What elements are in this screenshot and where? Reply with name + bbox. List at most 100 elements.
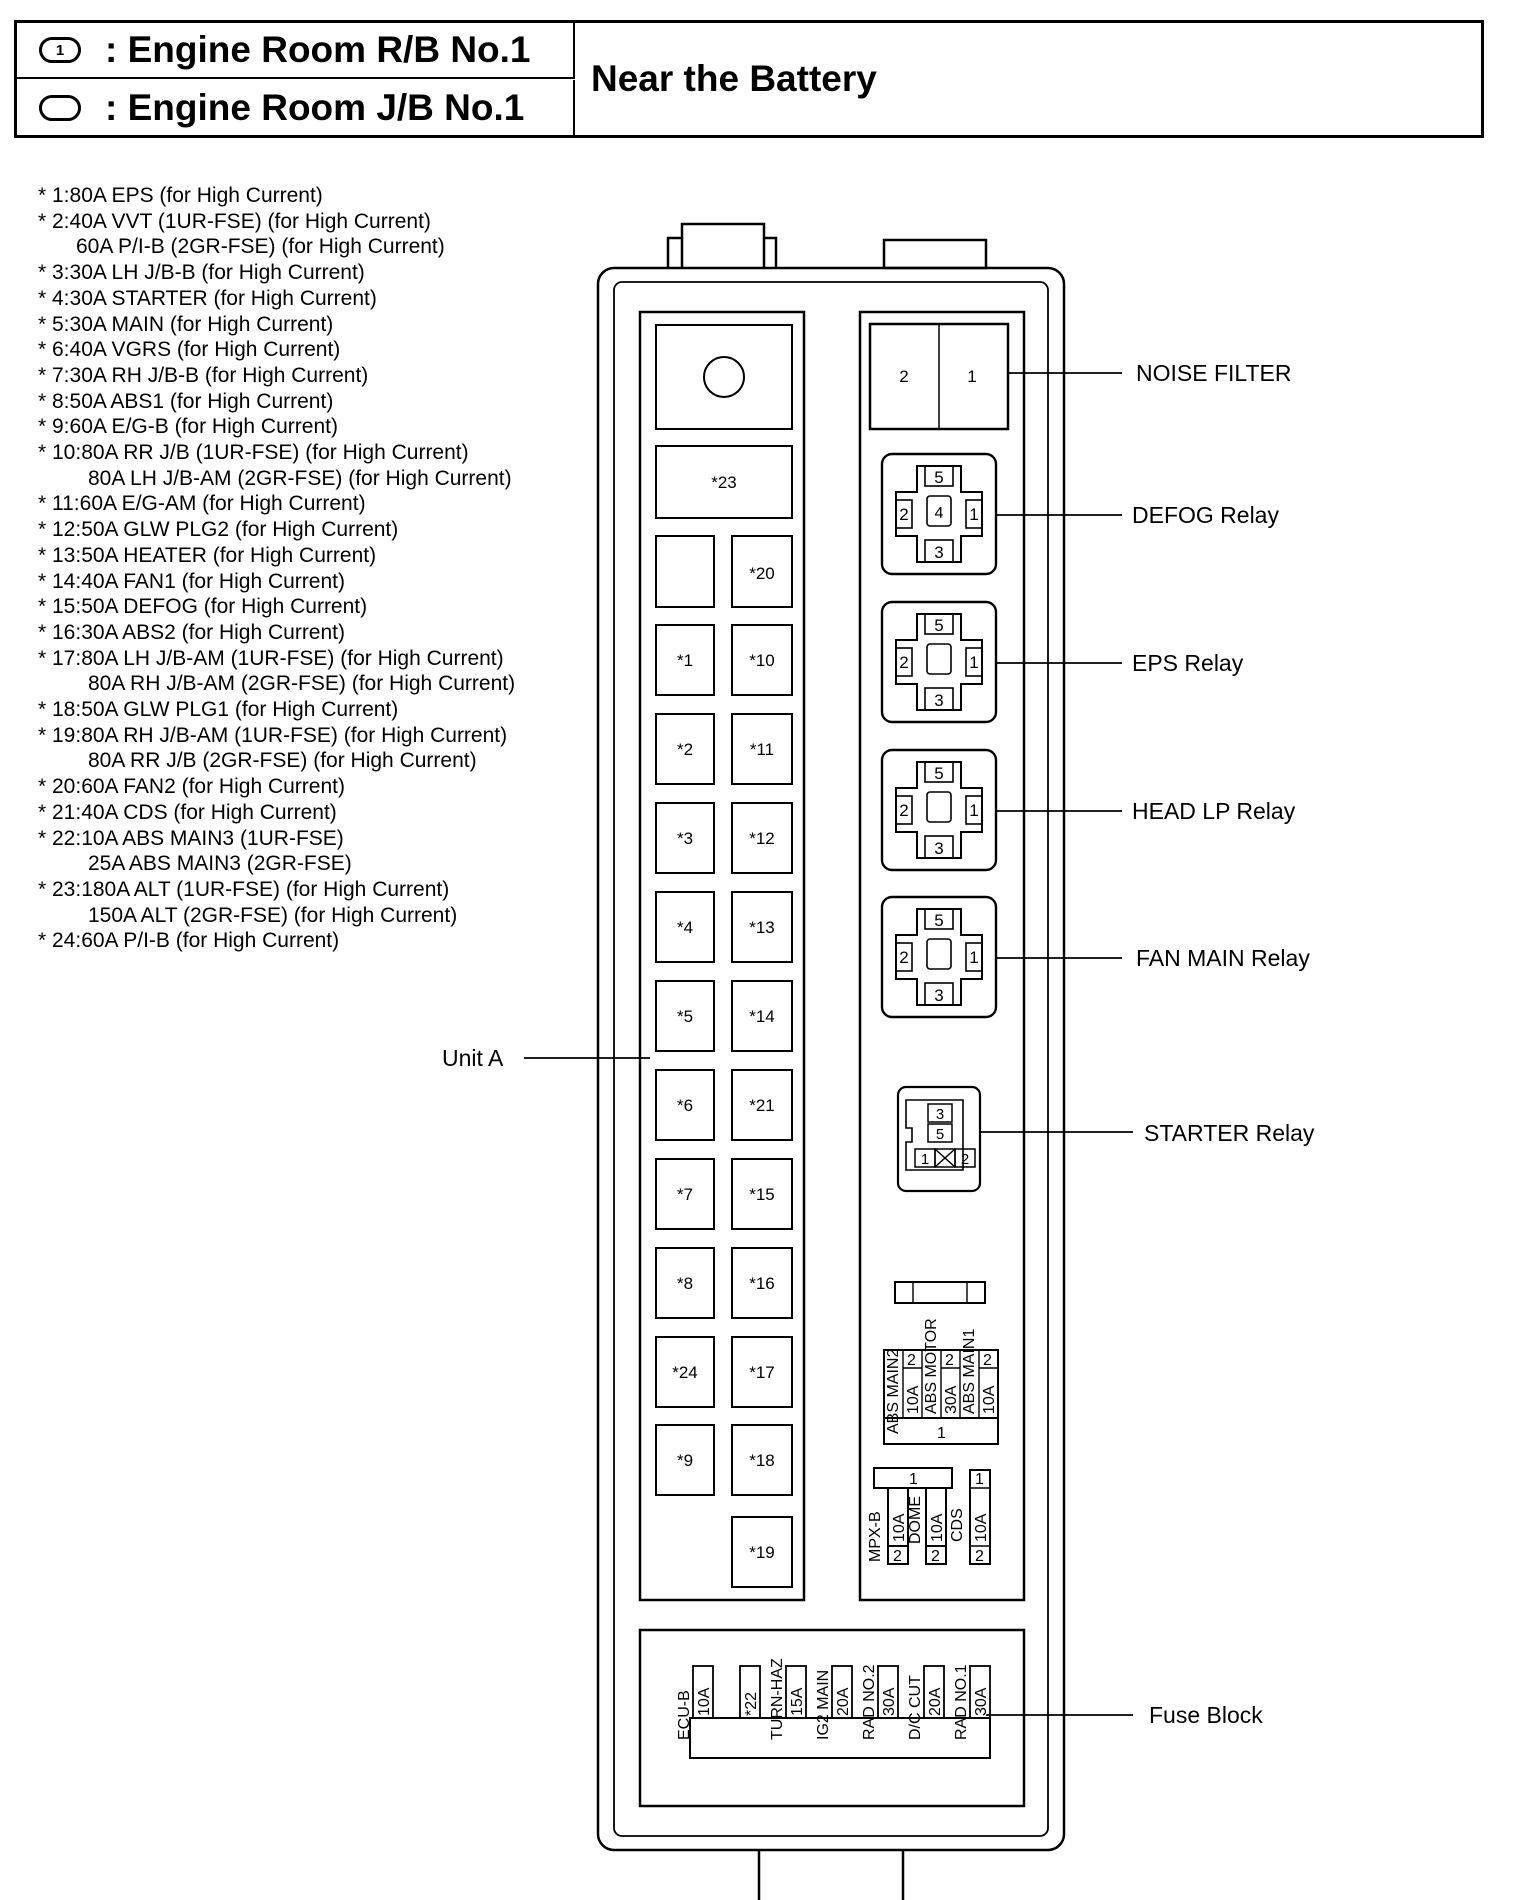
relay-pin-left: 2: [899, 505, 908, 524]
location-label: Near the Battery: [591, 58, 877, 99]
noise-filter-pin-1: 1: [967, 367, 976, 386]
fuse-block-frame: [638, 1628, 1026, 1808]
mpx-b-amp: 10A: [891, 1513, 908, 1542]
cds-pin-2: 2: [975, 1548, 984, 1565]
legend-line: * 24:60A P/I-B (for High Current): [38, 929, 340, 953]
relay-pin-top: 5: [934, 764, 943, 783]
relay-pin-left: 2: [899, 653, 908, 672]
abs-main2-amp: 10A: [905, 1385, 922, 1414]
fuse-slot-box: [731, 802, 793, 874]
noise-filter: [868, 322, 1010, 431]
top-connector-right: [882, 238, 988, 270]
fuse-slot-box: [731, 891, 793, 963]
dome-pin-2: 2: [931, 1548, 940, 1565]
starter-pin-3: 3: [936, 1106, 944, 1123]
fuse-box-housing: [596, 266, 1066, 1852]
legend-line: * 4:30A STARTER (for High Current): [38, 286, 377, 310]
legend-line: * 11:60A E/G-AM (for High Current): [38, 492, 366, 516]
fuse-slot-label: *6: [677, 1096, 693, 1115]
fan-main-relay-label: FAN MAIN Relay: [1136, 945, 1310, 971]
relay-pin-bottom: 3: [934, 839, 943, 858]
jb-oval-icon: [39, 95, 81, 121]
mpx-pin-1: 1: [909, 1471, 918, 1488]
fuse-slot-box: [731, 980, 793, 1052]
fuse-block-amp: 20A: [927, 1687, 944, 1716]
mpx-pin-2: 2: [893, 1548, 902, 1565]
fuse-slot-label: *9: [677, 1451, 693, 1470]
fuse-block-label: Fuse Block: [1149, 1702, 1263, 1728]
rb-circle-icon: 1: [39, 37, 81, 63]
rb-label: : Engine Room R/B No.1: [105, 29, 531, 70]
fuse-block-name: TURN-HAZ: [769, 1658, 786, 1740]
fuse-block-name: RAD NO.1: [953, 1664, 970, 1740]
defog-relay-label: DEFOG Relay: [1132, 502, 1279, 528]
relay-pin-right: 1: [969, 505, 978, 524]
fuse-block-amp: 30A: [973, 1687, 990, 1716]
legend-line: * 1:80A EPS (for High Current): [38, 184, 323, 207]
fuse-slot-label: *16: [749, 1274, 775, 1293]
legend-line: * 6:40A VGRS (for High Current): [38, 338, 341, 362]
unit-a-top-block: [655, 324, 793, 430]
unit-a-right-column: *10*11*12*13*14*21*15*16*17*18*19: [731, 624, 793, 1588]
legend-line: * 18:50A GLW PLG1 (for High Current): [38, 698, 399, 722]
fuse-slot-box: [731, 713, 793, 785]
fuse-slot-label: *24: [672, 1363, 698, 1382]
relay-pin-right: 1: [969, 948, 978, 967]
abs-main2-label: ABS MAIN2: [885, 1349, 902, 1434]
relay-pin-right: 1: [969, 653, 978, 672]
fuse-slot-20: *20: [749, 564, 775, 583]
relay-pin-left: 2: [899, 801, 908, 820]
legend-line: * 23:180A ALT (1UR-FSE) (for High Curren…: [38, 877, 450, 901]
starter-pin-5: 5: [936, 1126, 944, 1143]
legend-line: * 2:40A VVT (1UR-FSE) (for High Current): [38, 209, 431, 233]
fuse-slot-label: *5: [677, 1007, 693, 1026]
legend-line: * 7:30A RH J/B-B (for High Current): [38, 363, 369, 387]
fuse-block-amp: 20A: [835, 1687, 852, 1716]
header-jb-row: : Engine Room J/B No.1: [17, 80, 575, 136]
cds-label: CDS: [949, 1508, 966, 1542]
relay-pin-left: 2: [899, 948, 908, 967]
fuse-slot-label: *18: [749, 1451, 775, 1470]
eps-relay-label: EPS Relay: [1132, 650, 1244, 676]
head-lp-relay-label: HEAD LP Relay: [1132, 798, 1296, 824]
dome-label: DOME: [907, 1496, 924, 1544]
top-connector-left: [666, 222, 778, 268]
noise-filter-pin-2: 2: [899, 367, 908, 386]
fuse-slot-label: *10: [749, 651, 775, 670]
fuse-slot-box: [655, 1069, 715, 1141]
fuse-slot-box: [655, 1247, 715, 1319]
abs-main1-amp: 10A: [981, 1385, 998, 1414]
fuse-slot-label: *1: [677, 651, 693, 670]
fuse-legend: * 1:80A EPS (for High Current)* 2:40A VV…: [38, 183, 558, 954]
fuse-block-amp: *22: [743, 1692, 760, 1716]
header-box: 1 : Engine Room R/B No.1 : Engine Room J…: [14, 20, 1484, 138]
fuse-slot-label: *19: [749, 1543, 775, 1562]
legend-line: * 10:80A RR J/B (1UR-FSE) (for High Curr…: [38, 441, 469, 465]
abs-motor-amp: 30A: [943, 1385, 960, 1414]
fuse-block-name: RAD NO.2: [861, 1664, 878, 1740]
cds-pin-1: 1: [975, 1471, 984, 1488]
fuse-slot-label: *15: [749, 1185, 775, 1204]
fuse-slot-label: *2: [677, 740, 693, 759]
fuse-block-amp: 15A: [789, 1687, 806, 1716]
abs-motor-label: ABS MOTOR: [923, 1318, 940, 1414]
legend-line: 80A LH J/B-AM (2GR-FSE) (for High Curren…: [88, 466, 512, 490]
unit-a-bolt-hole: [703, 356, 745, 398]
fuse-block-slot: [739, 1665, 761, 1719]
legend-line: * 5:30A MAIN (for High Current): [38, 312, 334, 336]
fuse-slot-label: *3: [677, 829, 693, 848]
starter-relay-label: STARTER Relay: [1144, 1120, 1315, 1146]
legend-line: 80A RR J/B (2GR-FSE) (for High Current): [88, 749, 477, 773]
fuse-slot-box: [655, 891, 715, 963]
legend-line: * 21:40A CDS (for High Current): [38, 800, 337, 824]
fuse-slot-box: [655, 1158, 715, 1230]
fuse-slot-label: *13: [749, 918, 775, 937]
fuse-slot-box: [731, 1424, 793, 1496]
cds-amp: 10A: [973, 1513, 990, 1542]
legend-line: * 19:80A RH J/B-AM (1UR-FSE) (for High C…: [38, 723, 508, 747]
unit-a-frame: [638, 310, 806, 1602]
relay-pin-bottom: 3: [934, 986, 943, 1005]
